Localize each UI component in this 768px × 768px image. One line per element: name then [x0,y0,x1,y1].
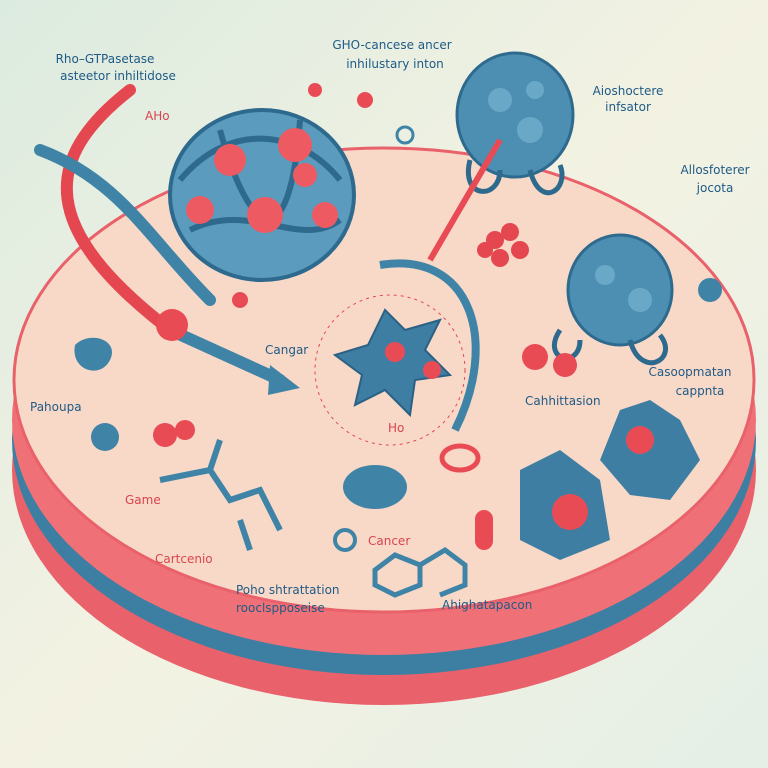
misc-molecules [74,83,577,598]
label-gho-2: inhilustary inton [346,57,444,71]
virus-cell-right [551,233,722,366]
label-caso-1: Casoopmatan [649,365,732,379]
label-cancer: Cancer [368,534,410,548]
star-cells-right [520,400,700,560]
red-cluster [477,223,529,267]
label-aio-2: infsator [605,100,651,114]
label-rho-1: Rho–GTPasetase [56,52,155,66]
label-poho-2: rooclspposeise [236,601,325,615]
labels: Rho–GTPasetase asteetor inhiltidose AHo … [30,38,750,615]
label-aho: AHo [145,109,170,123]
dna-helix [34,84,300,395]
label-caso-2: cappnta [676,384,725,398]
label-cangar: Cangar [265,343,308,357]
protein-cluster [168,108,356,282]
label-allo-2: jocota [696,181,734,195]
star-cell-center [314,259,480,446]
label-cartcenio: Cartcenio [155,552,213,566]
label-poho-1: Poho shtrattation [236,583,340,597]
label-pahoupa: Pahoupa [30,400,82,414]
virus-cell-top [427,51,575,262]
label-game: Game [125,493,161,507]
label-allo-1: Allosfoterer [680,163,749,177]
label-gho-1: GHO-cancese ancer [332,38,451,52]
label-aio-1: Aioshoctere [593,84,664,98]
label-ho: Ho [388,421,404,435]
label-cahhit: Cahhittasion [525,394,601,408]
label-rho-2: asteetor inhiltidose [60,69,176,83]
label-ahig: Ahighatapacon [442,598,532,612]
red-node [156,309,188,341]
